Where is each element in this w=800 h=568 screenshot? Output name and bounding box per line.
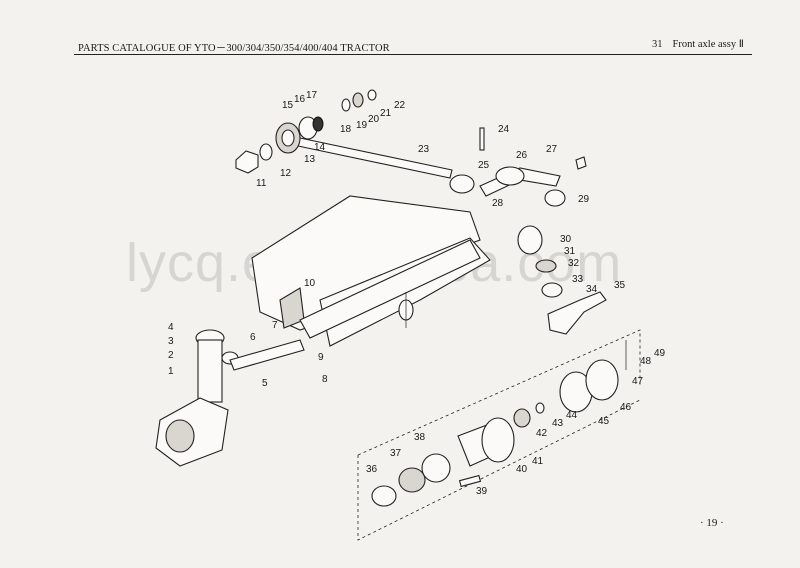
callout-31: 31: [564, 246, 576, 257]
hub-exploded-parts: [371, 340, 627, 507]
header-rule: [74, 54, 752, 55]
callout-1: 1: [168, 366, 174, 377]
callout-43: 43: [552, 418, 564, 429]
part-callouts: 1 2 3 4 5 6 7 8 9 10 11 12 13 14 15 16 1…: [168, 90, 666, 497]
callout-38: 38: [414, 432, 426, 443]
callout-20: 20: [368, 114, 380, 125]
left-knuckle-hub: [155, 329, 305, 467]
callout-24: 24: [498, 124, 510, 135]
callout-12: 12: [280, 168, 292, 179]
callout-22: 22: [394, 100, 406, 111]
callout-48: 48: [640, 356, 652, 367]
callout-9: 9: [318, 352, 324, 363]
callout-26: 26: [516, 150, 528, 161]
plate-heading: 31 Front axle assy Ⅱ: [652, 38, 754, 50]
callout-32: 32: [568, 258, 580, 269]
callout-40: 40: [516, 464, 528, 475]
callout-39: 39: [476, 486, 488, 497]
callout-6: 6: [250, 332, 256, 343]
callout-30: 30: [560, 234, 572, 245]
callout-33: 33: [572, 274, 584, 285]
callout-45: 45: [598, 416, 610, 427]
callout-47: 47: [632, 376, 644, 387]
callout-19: 19: [356, 120, 368, 131]
callout-46: 46: [620, 402, 632, 413]
callout-29: 29: [578, 194, 590, 205]
callout-4: 4: [168, 322, 174, 333]
page-number: · 19 ·: [700, 517, 724, 529]
callout-5: 5: [262, 378, 268, 389]
tie-rod-end-parts: [235, 89, 377, 174]
callout-14: 14: [314, 142, 326, 153]
callout-42: 42: [536, 428, 548, 439]
exploded-frame: [357, 329, 641, 541]
callout-3: 3: [168, 336, 174, 347]
front-axle-housing: [251, 195, 491, 347]
catalogue-title: PARTS CATALOGUE OF YTO－300/304/350/354/4…: [78, 43, 390, 54]
steering-arm-assembly: [449, 127, 587, 207]
callout-49: 49: [654, 348, 666, 359]
callout-28: 28: [492, 198, 504, 209]
callout-7: 7: [272, 320, 278, 331]
callout-35: 35: [614, 280, 626, 291]
callout-15: 15: [282, 100, 294, 111]
callout-2: 2: [168, 350, 174, 361]
callout-11: 11: [256, 178, 267, 189]
callout-23: 23: [418, 144, 430, 155]
callout-17: 17: [306, 90, 318, 101]
callout-13: 13: [304, 154, 316, 165]
plate-number: 31: [652, 39, 663, 50]
callout-41: 41: [532, 456, 544, 467]
callout-8: 8: [322, 374, 328, 385]
callout-21: 21: [380, 108, 392, 119]
callout-10: 10: [304, 278, 316, 289]
callout-34: 34: [586, 284, 598, 295]
plate-title: Front axle assy Ⅱ: [672, 39, 744, 50]
callout-36: 36: [366, 464, 378, 475]
callout-44: 44: [566, 410, 578, 421]
callout-25: 25: [478, 160, 490, 171]
callout-16: 16: [294, 94, 306, 105]
callout-18: 18: [340, 124, 352, 135]
right-knuckle-parts: [517, 225, 607, 335]
callout-37: 37: [390, 448, 402, 459]
callout-27: 27: [546, 144, 558, 155]
